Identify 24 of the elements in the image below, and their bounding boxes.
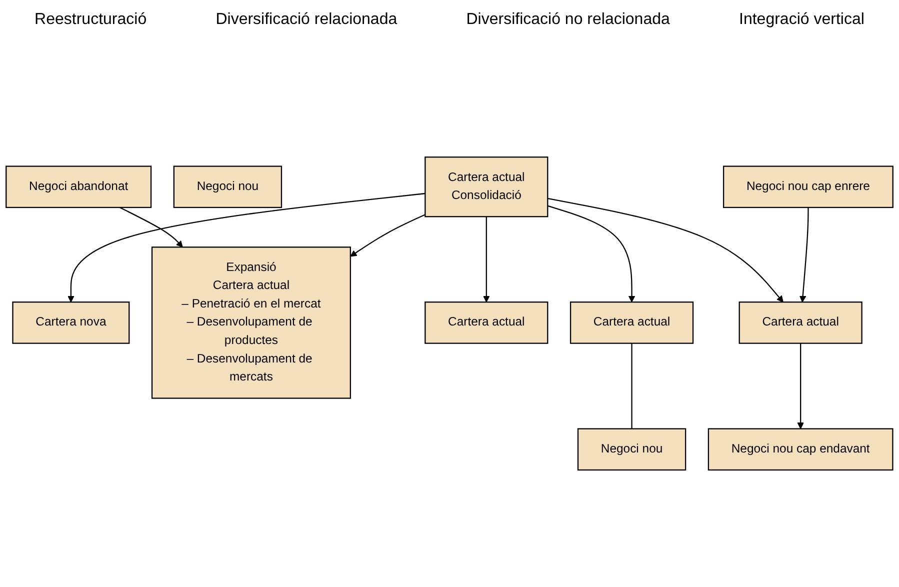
arrow — [120, 206, 183, 248]
group-label: Diversificació no relacionada — [466, 11, 670, 29]
node-box: Cartera actual — [570, 301, 694, 344]
arrow — [68, 192, 426, 302]
arrow — [547, 205, 636, 302]
arrow — [350, 214, 426, 257]
node-box: Negoci nou cap endavant — [708, 428, 894, 470]
group-label: Reestructuració — [34, 11, 147, 29]
arrow — [483, 216, 490, 302]
connector — [631, 343, 632, 429]
group-label: Diversificació relacionada — [216, 11, 398, 29]
node-box: Cartera nova — [12, 301, 130, 344]
node-box: Cartera actual — [738, 301, 862, 344]
node-box: Negoci abandonat — [6, 166, 152, 208]
node-box: Expansió Cartera actual – Penetració en el mercat – Desenvolupament de productes – Desenvolupament de mercats — [151, 246, 351, 399]
arrow — [548, 198, 784, 302]
node-box: Cartera actual — [424, 301, 548, 344]
node-box: Cartera actual Consolidació — [424, 156, 548, 218]
node-box: Negoci nou cap enrere — [722, 166, 894, 208]
arrow — [799, 207, 809, 302]
group-label: Integració vertical — [739, 11, 864, 29]
arrow — [797, 343, 804, 430]
node-box: Negoci nou — [173, 166, 282, 208]
node-box: Negoci nou — [577, 428, 686, 470]
